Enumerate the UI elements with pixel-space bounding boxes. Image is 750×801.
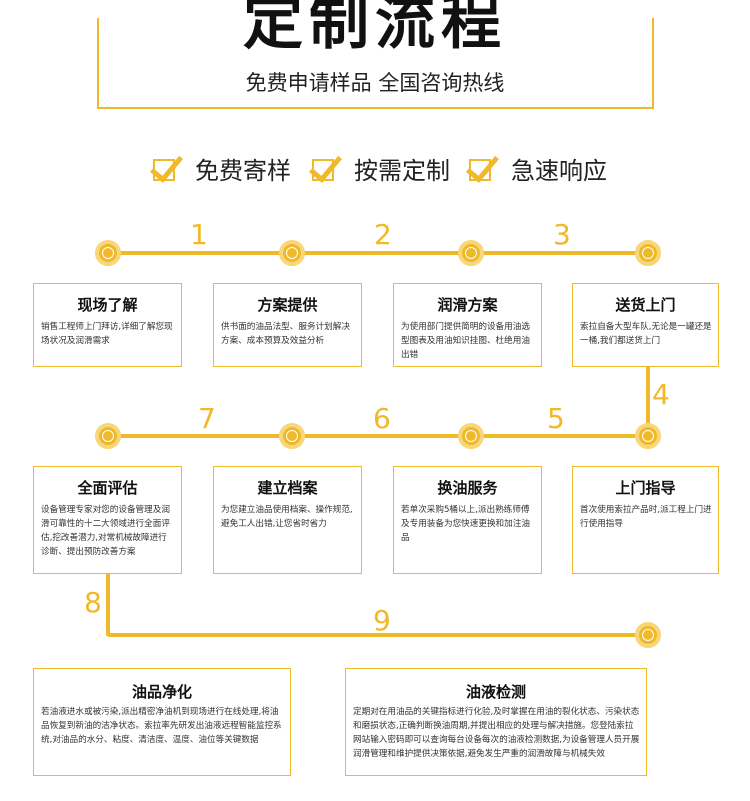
feature-custom: 按需定制 [309,148,450,186]
step-description: 定期对在用油品的关键指标进行化验,及时掌握在用油的裂化状态、污染状态和磨损状态,… [353,707,640,759]
timeline-node [279,423,305,449]
step-description: 供书面的油品法型、服务计划解决方案、成本预算及效益分析 [221,322,350,346]
page-title: 定制流程 [243,0,507,58]
checkbox-check-icon [309,148,342,183]
timeline-node [95,240,121,266]
step-title: 建立档案 [257,479,318,497]
timeline-node [95,423,121,449]
checkbox-check-icon [466,148,499,183]
step-title: 油品净化 [131,683,192,701]
step-description: 若单次采购5桶以上,派出熟练师傅及专用装备为您快速更换和加注油品 [401,505,530,543]
title-frame [97,18,654,109]
step-description: 销售工程师上门拜访,详细了解您现场状况及润滑需求 [41,322,173,346]
step-card-4: 送货上门 索拉自备大型车队,无论是一罐还是一桶,我们都送货上门 [572,283,719,367]
step-card-1: 现场了解 销售工程师上门拜访,详细了解您现场状况及润滑需求 [33,283,182,367]
timeline-node [458,240,484,266]
step-title: 润滑方案 [437,296,498,314]
step-title: 全面评估 [77,479,138,497]
step-card-3: 润滑方案 为使用部门提供简明的设备用油选型图表及用油知识挂图、杜绝用油出错 [393,283,542,367]
timeline-node [279,240,305,266]
step-title: 油液检测 [465,683,526,701]
timeline-connector [106,574,110,636]
timeline-node [635,240,661,266]
timeline-line-row2 [108,434,648,438]
step-number: 5 [547,402,565,435]
timeline-line-row3 [108,633,648,637]
step-title: 现场了解 [77,296,138,314]
step-card-10: 油液检测 定期对在用油品的关键指标进行化验,及时掌握在用油的裂化状态、污染状态和… [345,668,647,776]
step-number: 2 [374,218,392,251]
feature-free-sample: 免费寄样 [150,148,291,186]
timeline-connector [646,366,650,436]
step-card-5: 上门指导 首次使用索拉产品时,派工程上门进行使用指导 [572,466,719,574]
step-card-6: 换油服务 若单次采购5桶以上,派出熟练师傅及专用装备为您快速更换和加注油品 [393,466,542,574]
step-description: 设备管理专家对您的设备管理及润滑可靠性的十二大领域进行全面评估,挖改善潜力,对常… [41,505,170,557]
checkbox-check-icon [150,148,183,183]
feature-fast-response: 急速响应 [466,148,607,186]
step-number: 1 [190,218,208,251]
page-subtitle: 免费申请样品 全国咨询热线 [245,71,505,95]
timeline-node [635,622,661,648]
step-title: 送货上门 [615,296,676,314]
step-number: 3 [553,218,571,251]
step-card-7: 建立档案 为您建立油品使用档案、操作规范,避免工人出错,让您省时省力 [213,466,362,574]
step-title: 上门指导 [615,479,676,497]
step-description: 若油液进水或被污染,派出精密净油机到现场进行在线处理,将油品恢复到新油的洁净状态… [41,707,282,745]
step-card-9: 油品净化 若油液进水或被污染,派出精密净油机到现场进行在线处理,将油品恢复到新油… [33,668,291,776]
feature-label: 急速响应 [511,156,607,185]
step-description: 为使用部门提供简明的设备用油选型图表及用油知识挂图、杜绝用油出错 [401,322,530,360]
step-description: 索拉自备大型车队,无论是一罐还是一桶,我们都送货上门 [580,322,712,346]
feature-label: 免费寄样 [195,156,291,185]
step-number: 4 [652,378,670,411]
step-description: 为您建立油品使用档案、操作规范,避免工人出错,让您省时省力 [221,505,353,529]
step-number: 8 [84,586,102,619]
step-number: 9 [373,604,391,637]
step-card-2: 方案提供 供书面的油品法型、服务计划解决方案、成本预算及效益分析 [213,283,362,367]
timeline-node [635,423,661,449]
timeline-node [458,423,484,449]
feature-label: 按需定制 [354,156,450,185]
step-description: 首次使用索拉产品时,派工程上门进行使用指导 [580,505,712,529]
step-number: 7 [198,402,216,435]
step-title: 方案提供 [257,296,318,314]
timeline-line-row1 [108,251,648,255]
step-card-8: 全面评估 设备管理专家对您的设备管理及润滑可靠性的十二大领域进行全面评估,挖改善… [33,466,182,574]
step-title: 换油服务 [437,479,498,497]
step-number: 6 [373,402,391,435]
